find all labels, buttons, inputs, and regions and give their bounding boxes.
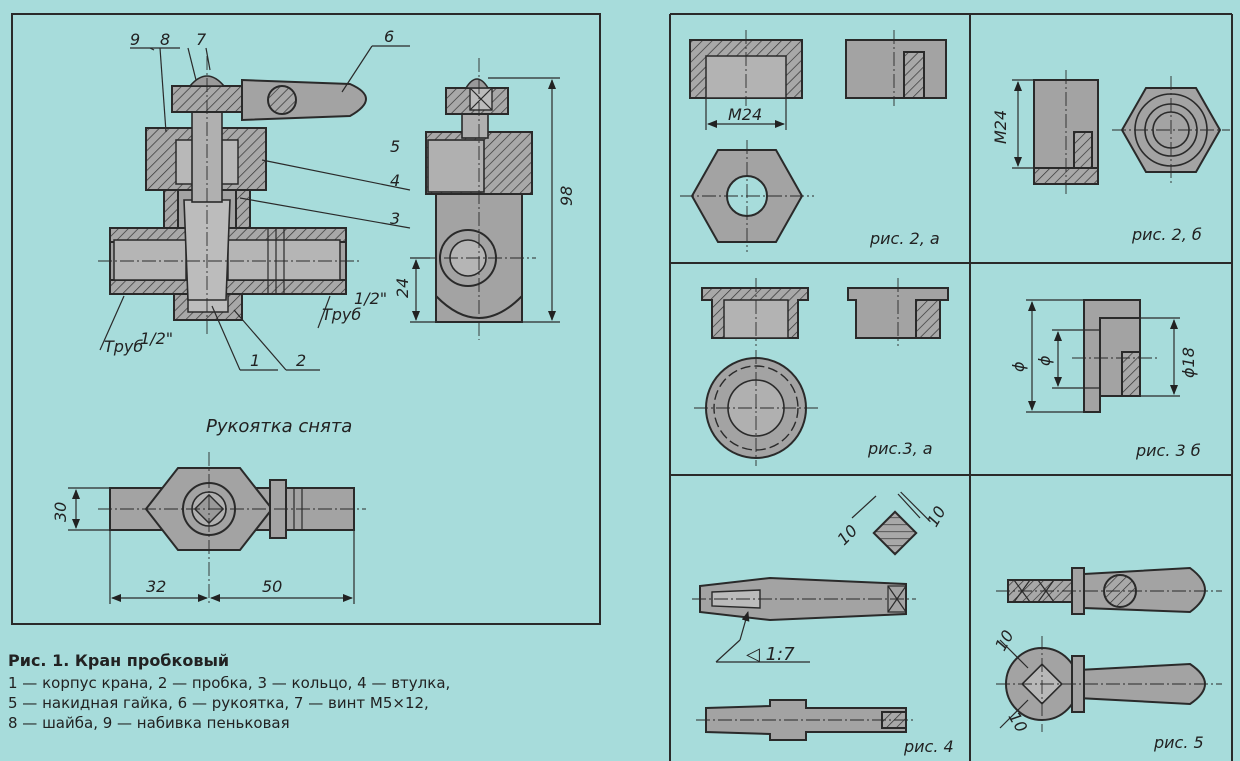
dim-30: 30 <box>51 502 70 522</box>
panel-3b <box>1026 299 1180 413</box>
caption-title: Рис. 1. Кран пробковый <box>8 651 229 670</box>
dim-32: 32 <box>146 577 166 596</box>
callout-numbers: 9 8 7 6 5 4 3 1 2 Труб 1/2" Труб 1/2" <box>104 27 400 370</box>
callout-8: 8 <box>160 30 170 49</box>
pipe-label-right: Труб <box>322 305 361 324</box>
panel-2b <box>1012 70 1230 196</box>
pipe-size-left: 1/2" <box>140 329 173 348</box>
panel-5-label: рис. 5 <box>1153 733 1204 752</box>
dim-50: 50 <box>262 577 282 596</box>
panel-4-taper: ◁ 1:7 <box>746 644 795 665</box>
panel-4-dim-a: 10 <box>833 521 861 549</box>
tap-side-view <box>410 58 560 340</box>
panel-3b-label: рис. 3 б <box>1135 441 1201 460</box>
callout-6: 6 <box>384 27 394 46</box>
panel-5-dim-a: 10 <box>991 627 1018 654</box>
callout-2: 2 <box>296 351 306 370</box>
caption-line-1: 1 — корпус крана, 2 — пробка, 3 — кольцо… <box>8 674 450 692</box>
callout-leaders <box>99 45 411 371</box>
panel-4 <box>692 491 931 741</box>
panel-3a-label: рис.3, а <box>867 439 933 458</box>
panel-3a <box>694 278 949 466</box>
pipe-label-left: Труб <box>104 337 143 356</box>
caption-line-2: 5 — накидная гайка, 6 — рукоятка, 7 — ви… <box>8 694 429 712</box>
panel-5 <box>996 566 1222 732</box>
callout-1: 1 <box>250 351 260 370</box>
callout-5: 5 <box>390 137 400 156</box>
panel-4-label: рис. 4 <box>903 737 954 756</box>
callout-4: 4 <box>390 171 400 190</box>
panel-2a-label: рис. 2, а <box>869 229 940 248</box>
panel-3b-dim-18: ϕ18 <box>1179 347 1198 378</box>
figure1-frame <box>11 13 601 625</box>
handle-removed-label: Рукоятка снята <box>206 416 352 437</box>
panel-2b-dim: М24 <box>991 110 1010 144</box>
panel-3b-dim-outer: ϕ <box>1009 361 1028 372</box>
panel-grid <box>669 13 1233 761</box>
dim-98: 98 <box>557 186 576 206</box>
panel-2b-label: рис. 2, б <box>1131 225 1202 244</box>
panel-2a <box>680 30 947 252</box>
caption-line-3: 8 — шайба, 9 — набивка пеньковая <box>8 714 290 732</box>
tap-top-view <box>68 452 366 604</box>
tap-front-section <box>98 56 367 336</box>
panel-3b-dim-inner: ϕ <box>1035 355 1054 366</box>
panel-2a-dim: М24 <box>728 105 762 124</box>
dim-24: 24 <box>393 278 412 298</box>
pipe-size-right: 1/2" <box>354 289 387 308</box>
callout-3: 3 <box>390 209 400 228</box>
callout-9: 9 <box>130 30 140 49</box>
panel-4-dim-b: 10 <box>923 503 950 530</box>
callout-7: 7 <box>196 30 207 49</box>
